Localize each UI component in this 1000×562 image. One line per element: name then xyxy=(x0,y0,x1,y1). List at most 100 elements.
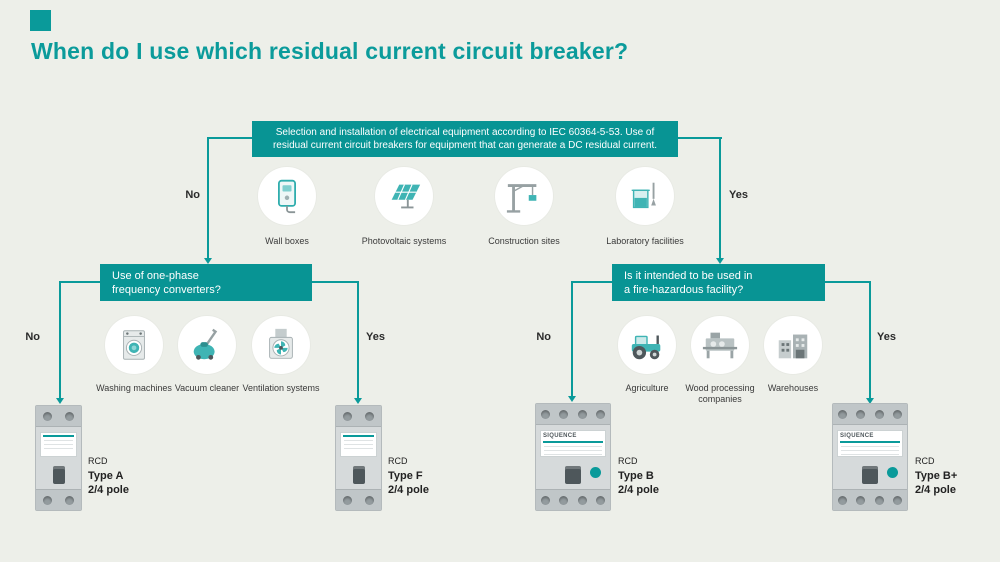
product-category: RCD xyxy=(88,456,108,466)
breaker-toggle xyxy=(862,466,878,484)
product-poles: 2/4 pole xyxy=(88,484,129,496)
teal-accent-line xyxy=(343,435,374,437)
right-question-box: Is it intended to be used in a fire-haza… xyxy=(612,264,825,301)
arrow-left-yes xyxy=(354,398,362,404)
example-label-wood: Wood processing companies xyxy=(685,383,755,404)
breaker-label-strip xyxy=(40,432,77,457)
breaker-type-f xyxy=(335,405,382,511)
product-label-type-a: RCD Type A 2/4 pole xyxy=(88,456,129,497)
example-label-laboratory: Laboratory facilities xyxy=(606,236,684,246)
product-type: Type B+ xyxy=(915,470,958,482)
screw-icon xyxy=(365,411,375,421)
product-category: RCD xyxy=(388,456,408,466)
arrow-right-yes xyxy=(866,398,874,404)
screw-icon xyxy=(596,409,606,419)
teal-badge-icon xyxy=(887,467,898,478)
example-label-washing: Washing machines xyxy=(96,383,172,393)
fine-print-lines xyxy=(344,440,373,452)
left-question-box: Use of one-phase frequency converters? xyxy=(100,264,312,301)
connector-right-no-v xyxy=(571,281,573,396)
screw-icon xyxy=(577,495,587,505)
left-yes-label: Yes xyxy=(366,331,385,343)
page-title: When do I use which residual current cir… xyxy=(31,38,629,64)
right-no-label: No xyxy=(536,331,551,343)
left-question-line1: Use of one-phase xyxy=(112,270,199,282)
terminal-block-bottom xyxy=(36,489,81,510)
connector-left-yes-v xyxy=(357,281,359,398)
ventilation-fan-icon xyxy=(269,328,293,359)
breaker-toggle xyxy=(565,466,581,484)
screw-icon xyxy=(342,411,352,421)
connector-left-no-v xyxy=(59,281,61,398)
teal-accent-line xyxy=(543,441,603,443)
product-label-type-b-plus: RCD Type B+ 2/4 pole xyxy=(915,456,957,497)
brand-text: SIQUENCE xyxy=(840,433,874,439)
connector-root-yes-h xyxy=(678,137,722,139)
screw-icon xyxy=(837,409,847,419)
breaker-toggle xyxy=(52,466,65,484)
breaker-type-b: SIQUENCE xyxy=(535,403,611,511)
screw-icon xyxy=(540,495,550,505)
arrow-left-no xyxy=(56,398,64,404)
left-no-label: No xyxy=(25,331,40,343)
terminal-block-top xyxy=(536,404,610,425)
product-type: Type F xyxy=(388,470,423,482)
screw-icon xyxy=(874,409,884,419)
product-type: Type B xyxy=(618,470,654,482)
breaker-label-strip xyxy=(340,432,377,457)
example-photovoltaic xyxy=(375,167,433,225)
terminal-block-top xyxy=(336,406,381,427)
example-agriculture xyxy=(618,316,676,374)
connector-root-yes-v xyxy=(719,137,721,258)
connector-right-no-h xyxy=(572,281,612,283)
terminal-block-bottom xyxy=(336,489,381,510)
example-wood-processing xyxy=(691,316,749,374)
screw-icon xyxy=(42,495,52,505)
fine-print-lines xyxy=(841,446,899,458)
teal-badge-icon xyxy=(590,467,601,478)
screw-icon xyxy=(596,495,606,505)
screw-icon xyxy=(65,411,75,421)
breaker-label-strip: SIQUENCE xyxy=(837,430,903,458)
screw-icon xyxy=(65,495,75,505)
connector-root-no-v xyxy=(207,137,209,258)
example-vacuum xyxy=(178,316,236,374)
screw-icon xyxy=(893,495,903,505)
connector-right-yes-h xyxy=(825,281,871,283)
breaker-type-a xyxy=(35,405,82,511)
example-label-warehouses: Warehouses xyxy=(767,383,819,393)
connector-left-no-h xyxy=(60,281,100,283)
root-question-box: Selection and installation of electrical… xyxy=(252,121,678,157)
product-label-type-f: RCD Type F 2/4 pole xyxy=(388,456,429,497)
example-wall-boxes xyxy=(258,167,316,225)
logo-mark xyxy=(30,10,51,31)
terminal-block-top xyxy=(36,406,81,427)
terminal-block-bottom xyxy=(833,489,907,510)
terminal-block-top xyxy=(833,404,907,425)
teal-accent-line xyxy=(43,435,74,437)
example-label-ventilation: Ventilation systems xyxy=(242,383,320,393)
example-warehouses xyxy=(764,316,822,374)
example-construction xyxy=(495,167,553,225)
root-question-text: Selection and installation of electrical… xyxy=(272,127,658,151)
right-question-line2: a fire-hazardous facility? xyxy=(624,284,744,296)
arrow-root-no xyxy=(204,258,212,264)
product-type: Type A xyxy=(88,470,124,482)
root-yes-label: Yes xyxy=(729,189,748,201)
right-yes-label: Yes xyxy=(877,331,896,343)
brand-text: SIQUENCE xyxy=(543,433,577,439)
breaker-label-strip: SIQUENCE xyxy=(540,430,606,458)
screw-icon xyxy=(893,409,903,419)
crane-icon xyxy=(506,184,537,213)
example-ventilation xyxy=(252,316,310,374)
screw-icon xyxy=(874,495,884,505)
screw-icon xyxy=(540,409,550,419)
product-poles: 2/4 pole xyxy=(618,484,659,496)
lab-beaker-icon xyxy=(631,182,656,209)
screw-icon xyxy=(856,495,866,505)
example-label-vacuum: Vacuum cleaner xyxy=(174,383,240,393)
teal-accent-line xyxy=(840,441,900,443)
connector-root-no-h xyxy=(208,137,252,139)
warehouse-icon xyxy=(778,334,808,359)
